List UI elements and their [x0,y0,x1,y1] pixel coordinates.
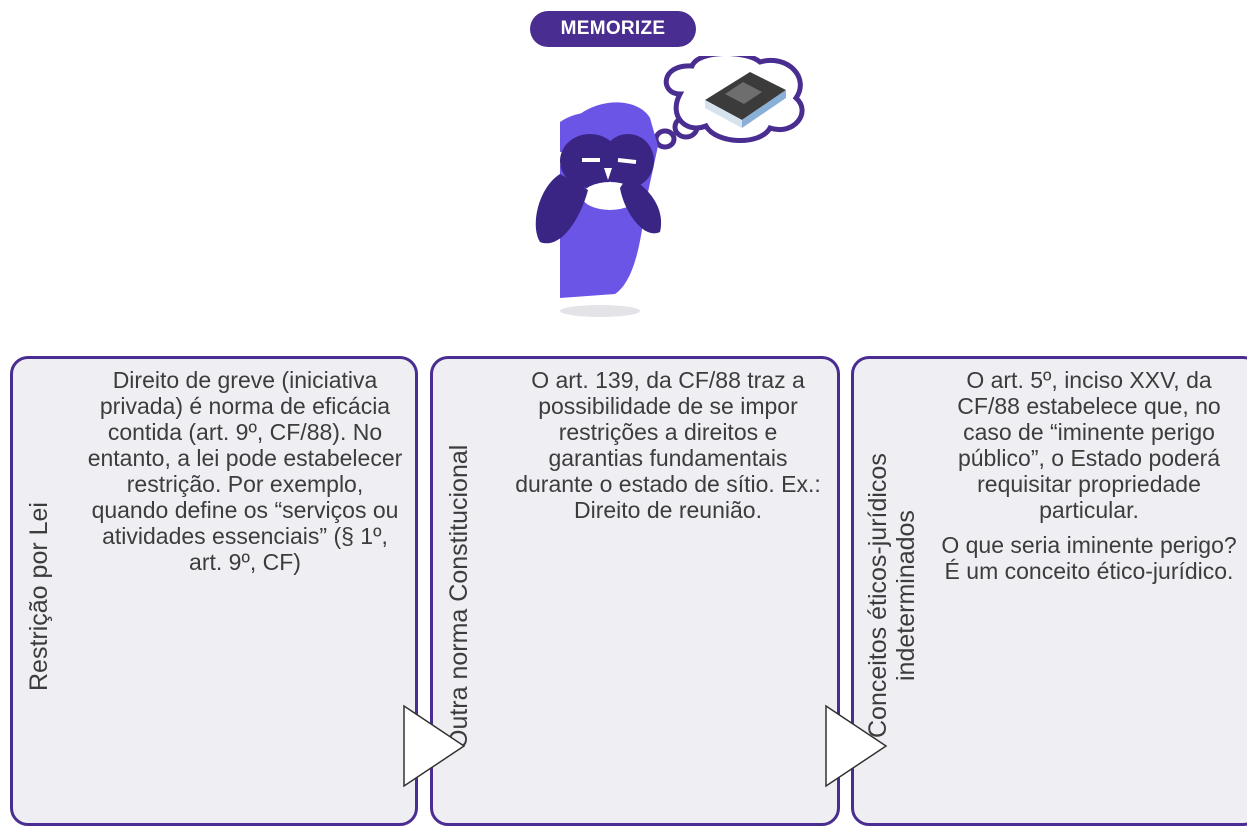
book-icon [705,72,786,128]
card-outra-norma-constitucional: Outra norma Constitucional O art. 139, d… [430,356,840,826]
owl-body [535,102,662,317]
card-conceitos-eticos-juridicos: Conceitos éticos-jurídicos indeterminado… [851,356,1247,826]
card-body-text: Direito de greve (iniciativa privada) é … [87,367,403,575]
owl-thinking-icon [535,56,805,317]
card-paragraph: Direito de greve (iniciativa privada) é … [87,367,403,575]
connector-arrow-2 [825,704,888,788]
card-side-label: Restrição por Lei [25,502,53,692]
card-paragraph: O art. 5º, inciso XXV, da CF/88 estabele… [957,367,1221,523]
card-restricao-por-lei: Restrição por Lei Direito de greve (inic… [10,356,418,826]
card-paragraph: O que seria iminente perigo? É um concei… [941,532,1237,584]
card-body-text: O art. 139, da CF/88 traz a possibilidad… [513,367,823,523]
memorize-badge: MEMORIZE [530,11,696,47]
card-paragraph: O art. 139, da CF/88 traz a possibilidad… [515,367,821,523]
connector-arrow-1 [403,704,466,788]
card-body-text: O art. 5º, inciso XXV, da CF/88 estabele… [934,367,1244,584]
